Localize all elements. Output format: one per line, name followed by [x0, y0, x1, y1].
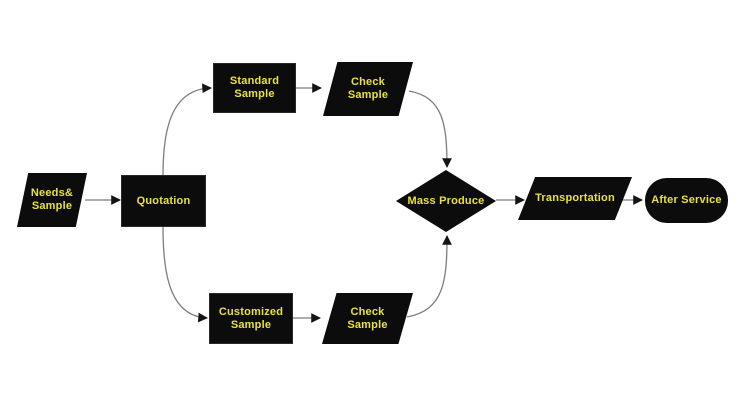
node-customized-sample: Customized Sample: [209, 293, 293, 344]
node-check-sample-bottom: Check Sample: [322, 293, 413, 344]
node-check-sample-top: Check Sample: [323, 62, 413, 116]
node-customized-sample-label: Customized Sample: [218, 305, 284, 331]
node-mass-produce-label: Mass Produce: [407, 194, 485, 207]
edge-quotation-to-customized: [162, 226, 208, 323]
node-needs-sample-label: Needs& Sample: [30, 187, 74, 212]
node-check-sample-top-label: Check Sample: [347, 76, 389, 101]
node-after-service: After Service: [645, 178, 728, 223]
edge-check-top-to-mass-produce: [408, 90, 452, 168]
node-quotation: Quotation: [121, 175, 206, 227]
node-needs-sample: Needs& Sample: [17, 173, 87, 227]
edge-quotation-to-standard: [162, 83, 212, 176]
node-standard-sample-label: Standard Sample: [229, 75, 280, 100]
edge-check-bottom-to-mass-produce: [406, 235, 452, 318]
node-transportation: Transportation: [518, 177, 632, 220]
node-after-service-label: After Service: [651, 194, 722, 206]
node-transportation-label: Transportation: [535, 192, 615, 204]
node-standard-sample: Standard Sample: [213, 63, 296, 113]
node-quotation-label: Quotation: [136, 194, 191, 207]
node-check-sample-bottom-label: Check Sample: [347, 305, 388, 331]
